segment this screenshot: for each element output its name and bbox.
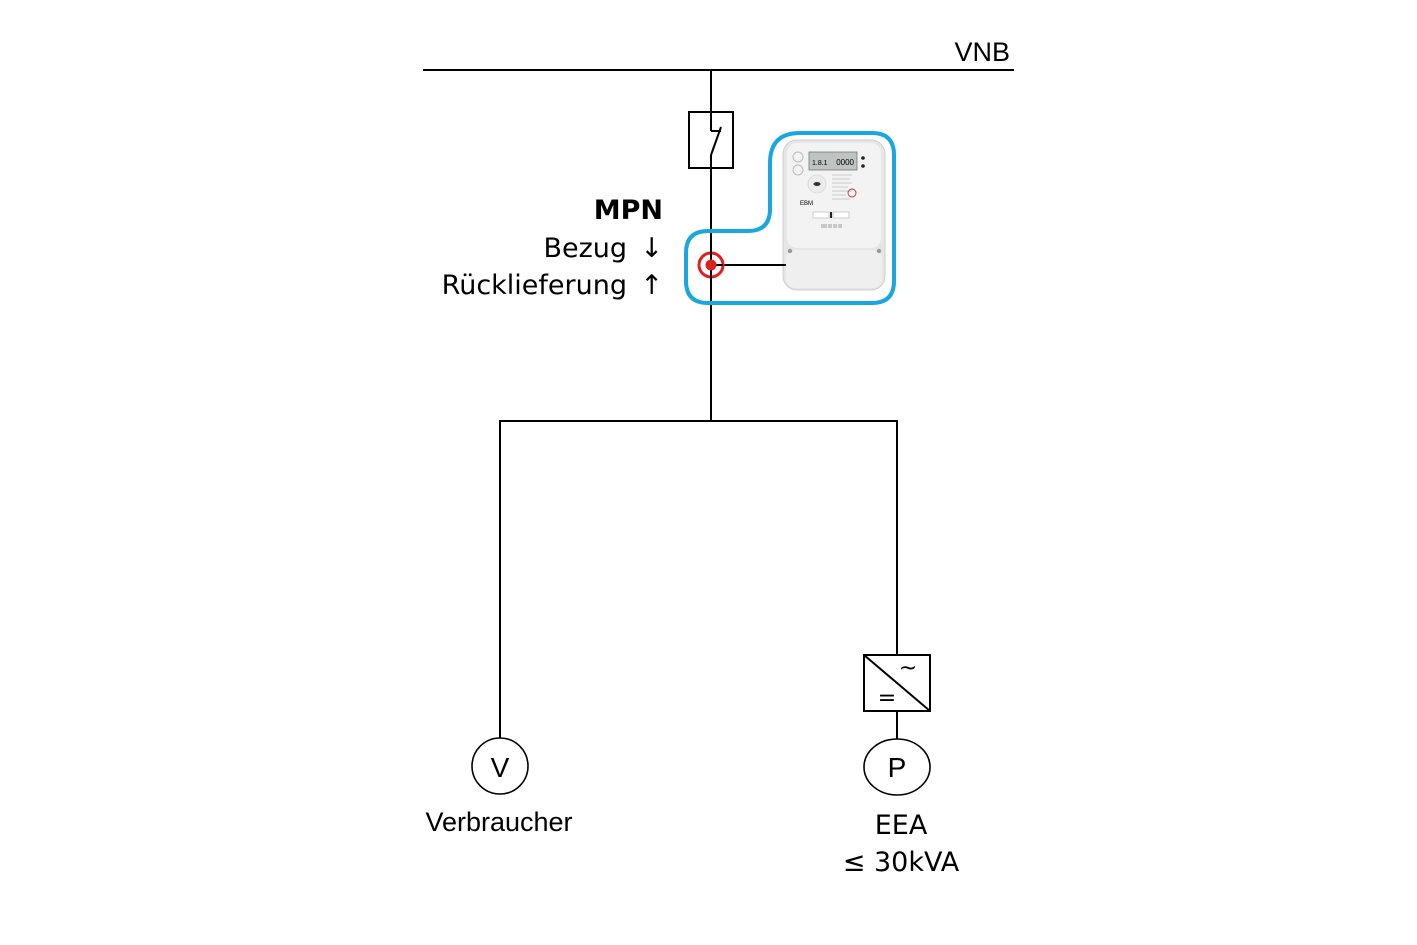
meter-terminal-cover [786, 250, 882, 288]
meter-warning-icon [847, 188, 857, 198]
meter-display-left: 1.8.1 [812, 160, 828, 167]
meter-optical-port-icon [792, 151, 804, 163]
meter-led-icon [861, 156, 865, 160]
meter-key-left [812, 211, 830, 219]
import-label-group: Bezug ↓ [543, 233, 663, 264]
generator-label: EEA [875, 810, 928, 841]
inverter-symbol: ~ = [863, 654, 931, 712]
metering-highlight-outline [684, 131, 896, 305]
distribution-bus [499, 420, 898, 766]
consumer-label: Verbraucher [425, 807, 572, 837]
metering-point-dot [705, 259, 717, 271]
consumer-symbol: V [491, 752, 510, 783]
generator-symbol-circle [863, 738, 931, 796]
meter-key-right [832, 211, 850, 219]
consumer-load: V [471, 737, 529, 795]
consumer-symbol-circle [471, 737, 529, 795]
inverter-diagonal [863, 654, 931, 712]
meter-seal-icon [792, 164, 804, 176]
arrow-up-icon: ↑ [640, 270, 663, 301]
ac-symbol-icon: ~ [899, 656, 917, 681]
meter-sensor-icon [813, 182, 821, 186]
dc-symbol-icon: = [878, 686, 896, 711]
generator-symbol: P [888, 752, 907, 783]
grid-label: VNB [954, 37, 1010, 67]
meter-display [808, 151, 858, 171]
meter-led-icon [861, 164, 865, 168]
arrow-down-icon: ↓ [640, 233, 663, 264]
metering-point-marker [697, 250, 725, 280]
import-label: Bezug [543, 233, 627, 264]
smart-meter-device: 1.8.1 0000 EBM [782, 139, 886, 291]
export-label: Rücklieferung [442, 270, 627, 301]
meter-brand-text: EBM [800, 201, 813, 207]
generator-source: P [863, 738, 931, 796]
main-switch [688, 111, 734, 169]
meter-display-right: 0000 [836, 158, 854, 167]
export-label-group: Rücklieferung ↑ [442, 270, 663, 301]
generator-rating: ≤ 30kVA [843, 847, 960, 878]
metering-point-title: MPN [594, 195, 663, 226]
